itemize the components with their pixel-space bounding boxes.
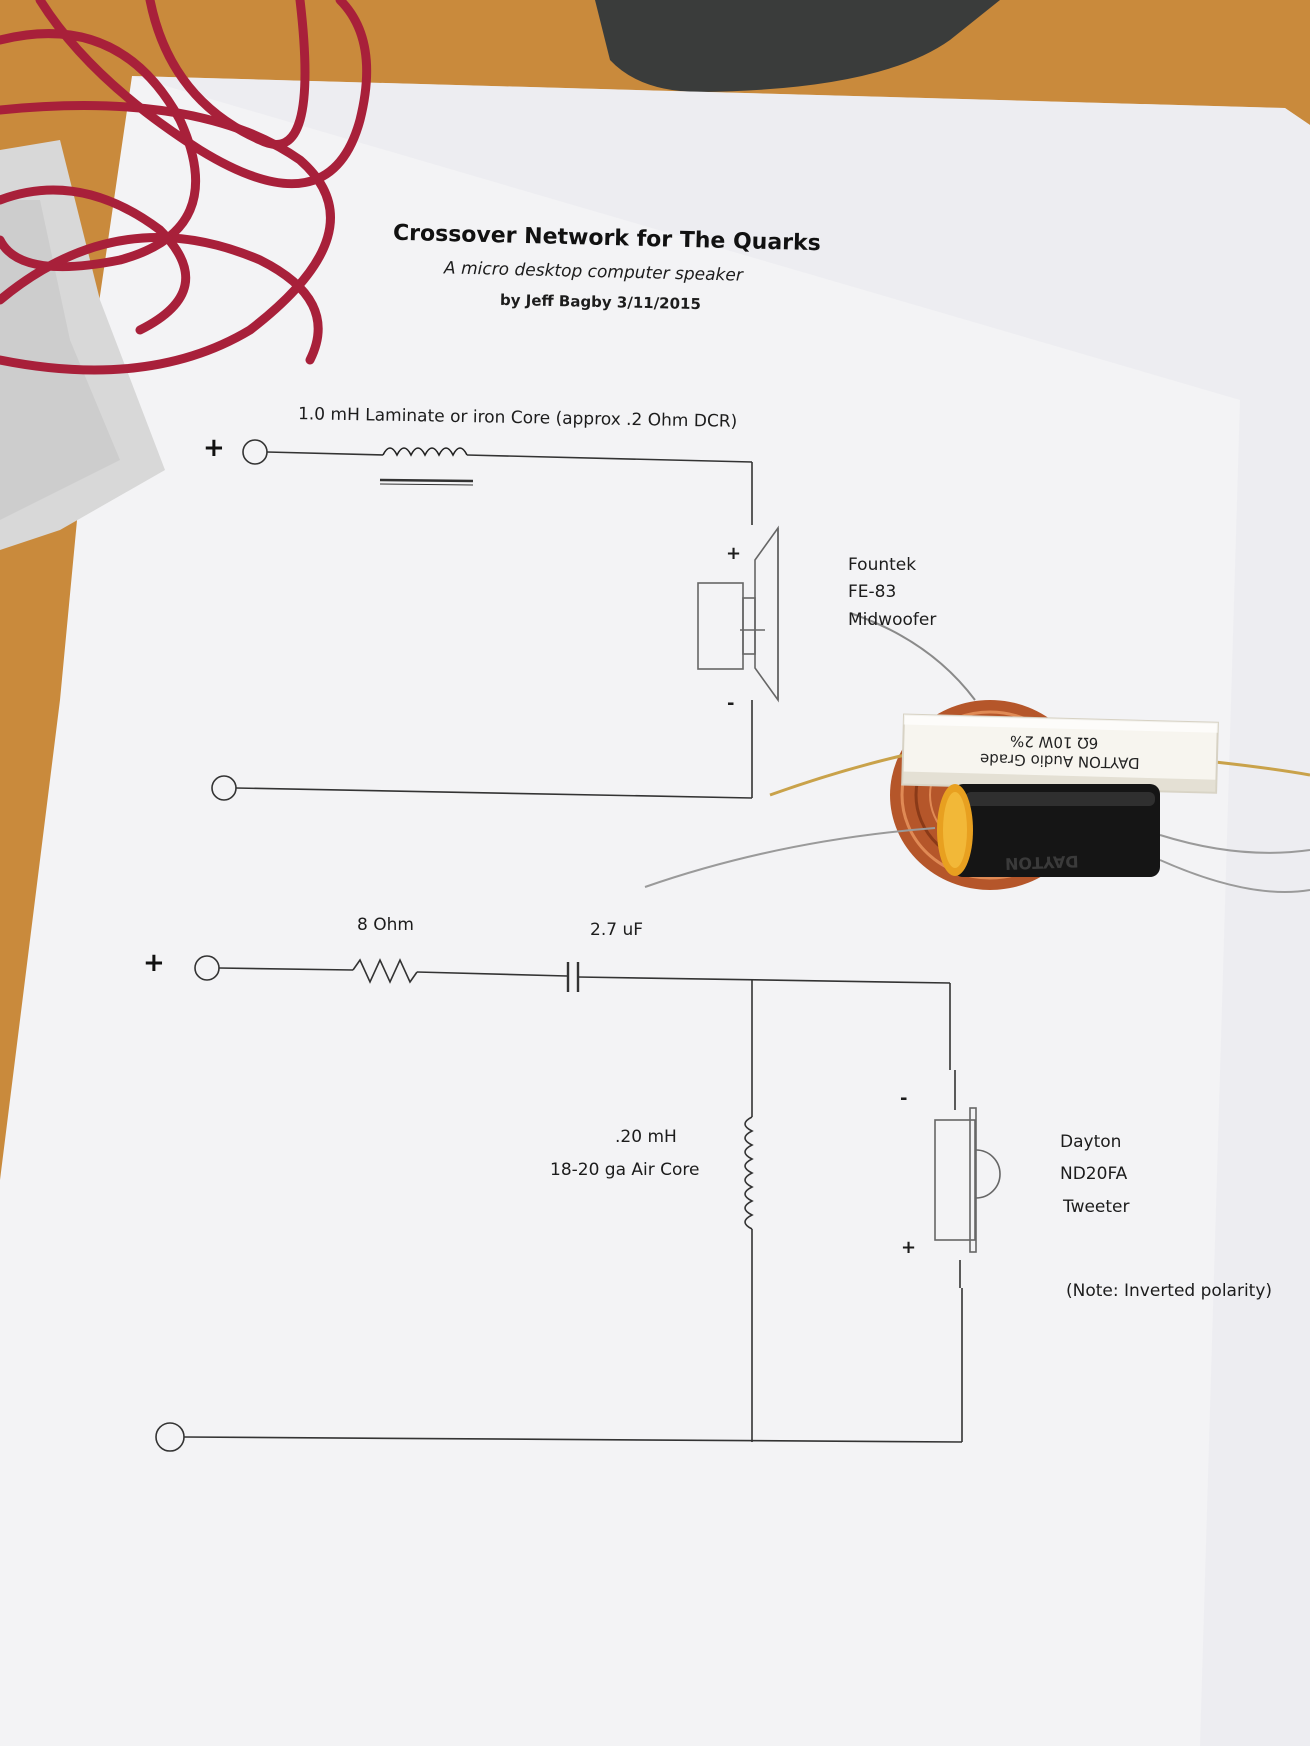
woofer-driver-brand: Fountek <box>848 555 917 575</box>
woofer-series-inductor <box>382 447 468 457</box>
tweeter-circuit <box>155 955 1001 1452</box>
woofer-circuit <box>211 439 779 801</box>
paper-sheet <box>0 76 1310 1746</box>
capacitor-label: 2.7 uF <box>590 920 643 940</box>
woofer-driver-model: FE-83 <box>848 582 897 602</box>
tweeter-driver-minus: - <box>900 1088 908 1109</box>
tweeter-driver-plus: + <box>901 1237 917 1258</box>
mouse-pad <box>595 0 1000 92</box>
woofer-driver-type: Midwoofer <box>848 610 937 630</box>
shunt-inductor-value: .20 mH <box>615 1127 677 1147</box>
woofer-driver-plus: + <box>726 543 742 564</box>
tweeter-driver-symbol <box>934 1107 1001 1253</box>
tweeter-input-plus: + <box>143 948 165 978</box>
shunt-inductor <box>744 1116 754 1230</box>
woofer-driver-symbol <box>697 525 779 703</box>
tweeter-driver-type: Tweeter <box>1063 1197 1130 1217</box>
polarity-note: (Note: Inverted polarity) <box>1066 1281 1273 1301</box>
shunt-inductor-desc: 18-20 ga Air Core <box>550 1160 700 1180</box>
film-capacitor <box>953 784 1160 877</box>
series-resistor-8-ohm <box>352 958 418 984</box>
capacitor-brand-marking: DAYTON <box>1004 851 1079 874</box>
resistor-marking-line2: 6Ω 10W 2% <box>1009 731 1099 753</box>
resistor-label: 8 Ohm <box>357 915 414 935</box>
physical-components <box>644 612 1310 893</box>
woofer-driver-minus: - <box>727 693 735 714</box>
tweeter-driver-brand: Dayton <box>1060 1132 1122 1152</box>
woofer-input-plus: + <box>203 433 225 463</box>
red-cable <box>0 0 372 375</box>
tweeter-driver-model: ND20FA <box>1060 1164 1128 1184</box>
